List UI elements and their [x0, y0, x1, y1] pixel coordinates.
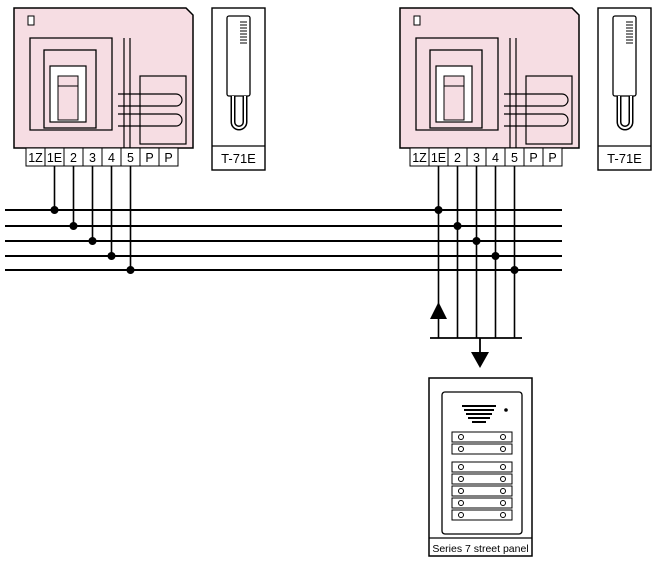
call-button-4 [451, 473, 513, 485]
right-terminal-8: P [548, 151, 556, 165]
street-panel: Series 7 street panel [428, 377, 533, 557]
left-handset: T-71E [211, 7, 266, 171]
left-junction-5 [126, 266, 135, 274]
call-button-5 [451, 485, 513, 497]
right-handset: T-71E [597, 7, 652, 171]
right-junction-5 [510, 266, 519, 274]
left-terminal-4: 3 [89, 151, 96, 165]
left-unit-coil-box [139, 75, 187, 145]
right-unit-inner-panel [415, 37, 499, 131]
call-button-2 [451, 443, 513, 455]
left-terminal-6: 5 [127, 151, 134, 165]
right-unit-lens [443, 75, 465, 121]
right-terminal-6: 5 [511, 151, 518, 165]
call-button-1 [451, 431, 513, 443]
down-arrow-icon [471, 352, 489, 368]
right-terminal-2: 1E [431, 151, 446, 165]
left-handset-cord-inner [232, 96, 246, 129]
right-handset-cord-inner [618, 96, 632, 129]
right-junction-1 [434, 206, 443, 214]
right-junction-3 [472, 237, 481, 245]
left-terminal-7: P [145, 151, 153, 165]
left-terminal-5: 4 [108, 151, 115, 165]
up-arrow-icon [430, 302, 447, 319]
right-handset-grille-icon [626, 21, 633, 44]
right-junction-4 [491, 252, 500, 260]
left-drops [53, 166, 132, 270]
left-unit-inner-panel [29, 37, 113, 131]
left-unit-coil-2 [118, 113, 183, 127]
left-handset-body [226, 15, 251, 97]
right-handset-body [612, 15, 637, 97]
right-junction-2 [453, 222, 462, 230]
right-unit-coil-2 [504, 113, 569, 127]
left-junction-2 [69, 222, 78, 230]
right-unit-corner-mark [413, 15, 421, 26]
right-handset-label: T-71E [607, 151, 642, 166]
call-buttons [451, 431, 513, 521]
right-drops [437, 166, 516, 338]
left-unit-lens [57, 75, 79, 121]
right-terminal-1: 1Z [412, 151, 427, 165]
right-unit-coil-1 [504, 93, 569, 107]
right-junctions [434, 206, 519, 274]
right-terminal-5: 4 [492, 151, 499, 165]
camera-led-icon [504, 408, 508, 412]
left-terminal-1: 1Z [28, 151, 43, 165]
left-junction-1 [50, 206, 59, 214]
left-handset-grille-icon [240, 21, 247, 44]
left-terminal-8: P [164, 151, 172, 165]
speaker-grille-icon [462, 405, 496, 423]
left-junction-4 [107, 252, 116, 260]
right-monitor-unit: 1Z 1E 2 3 4 5 P P [399, 7, 580, 167]
call-button-7 [451, 509, 513, 521]
left-junctions [50, 206, 135, 274]
right-terminal-strip: 1Z 1E 2 3 4 5 P P [409, 147, 563, 167]
right-terminal-3: 2 [454, 151, 461, 165]
street-panel-label: Series 7 street panel [432, 543, 528, 555]
call-button-6 [451, 497, 513, 509]
right-terminal-4: 3 [473, 151, 480, 165]
right-unit-coil-box [525, 75, 573, 145]
panel-feed [430, 302, 522, 368]
left-monitor-unit: 1Z 1E 2 3 4 5 P P [13, 7, 194, 167]
left-terminal-3: 2 [70, 151, 77, 165]
bus-wires [5, 209, 562, 271]
left-handset-label: T-71E [221, 151, 256, 166]
left-terminal-strip: 1Z 1E 2 3 4 5 P P [25, 147, 179, 167]
right-terminal-box-8 [542, 147, 563, 167]
left-terminal-box-8 [158, 147, 179, 167]
left-junction-3 [88, 237, 97, 245]
left-unit-corner-mark [27, 15, 35, 26]
right-terminal-7: P [529, 151, 537, 165]
left-unit-coil-1 [118, 93, 183, 107]
left-terminal-2: 1E [47, 151, 62, 165]
call-button-3 [451, 461, 513, 473]
